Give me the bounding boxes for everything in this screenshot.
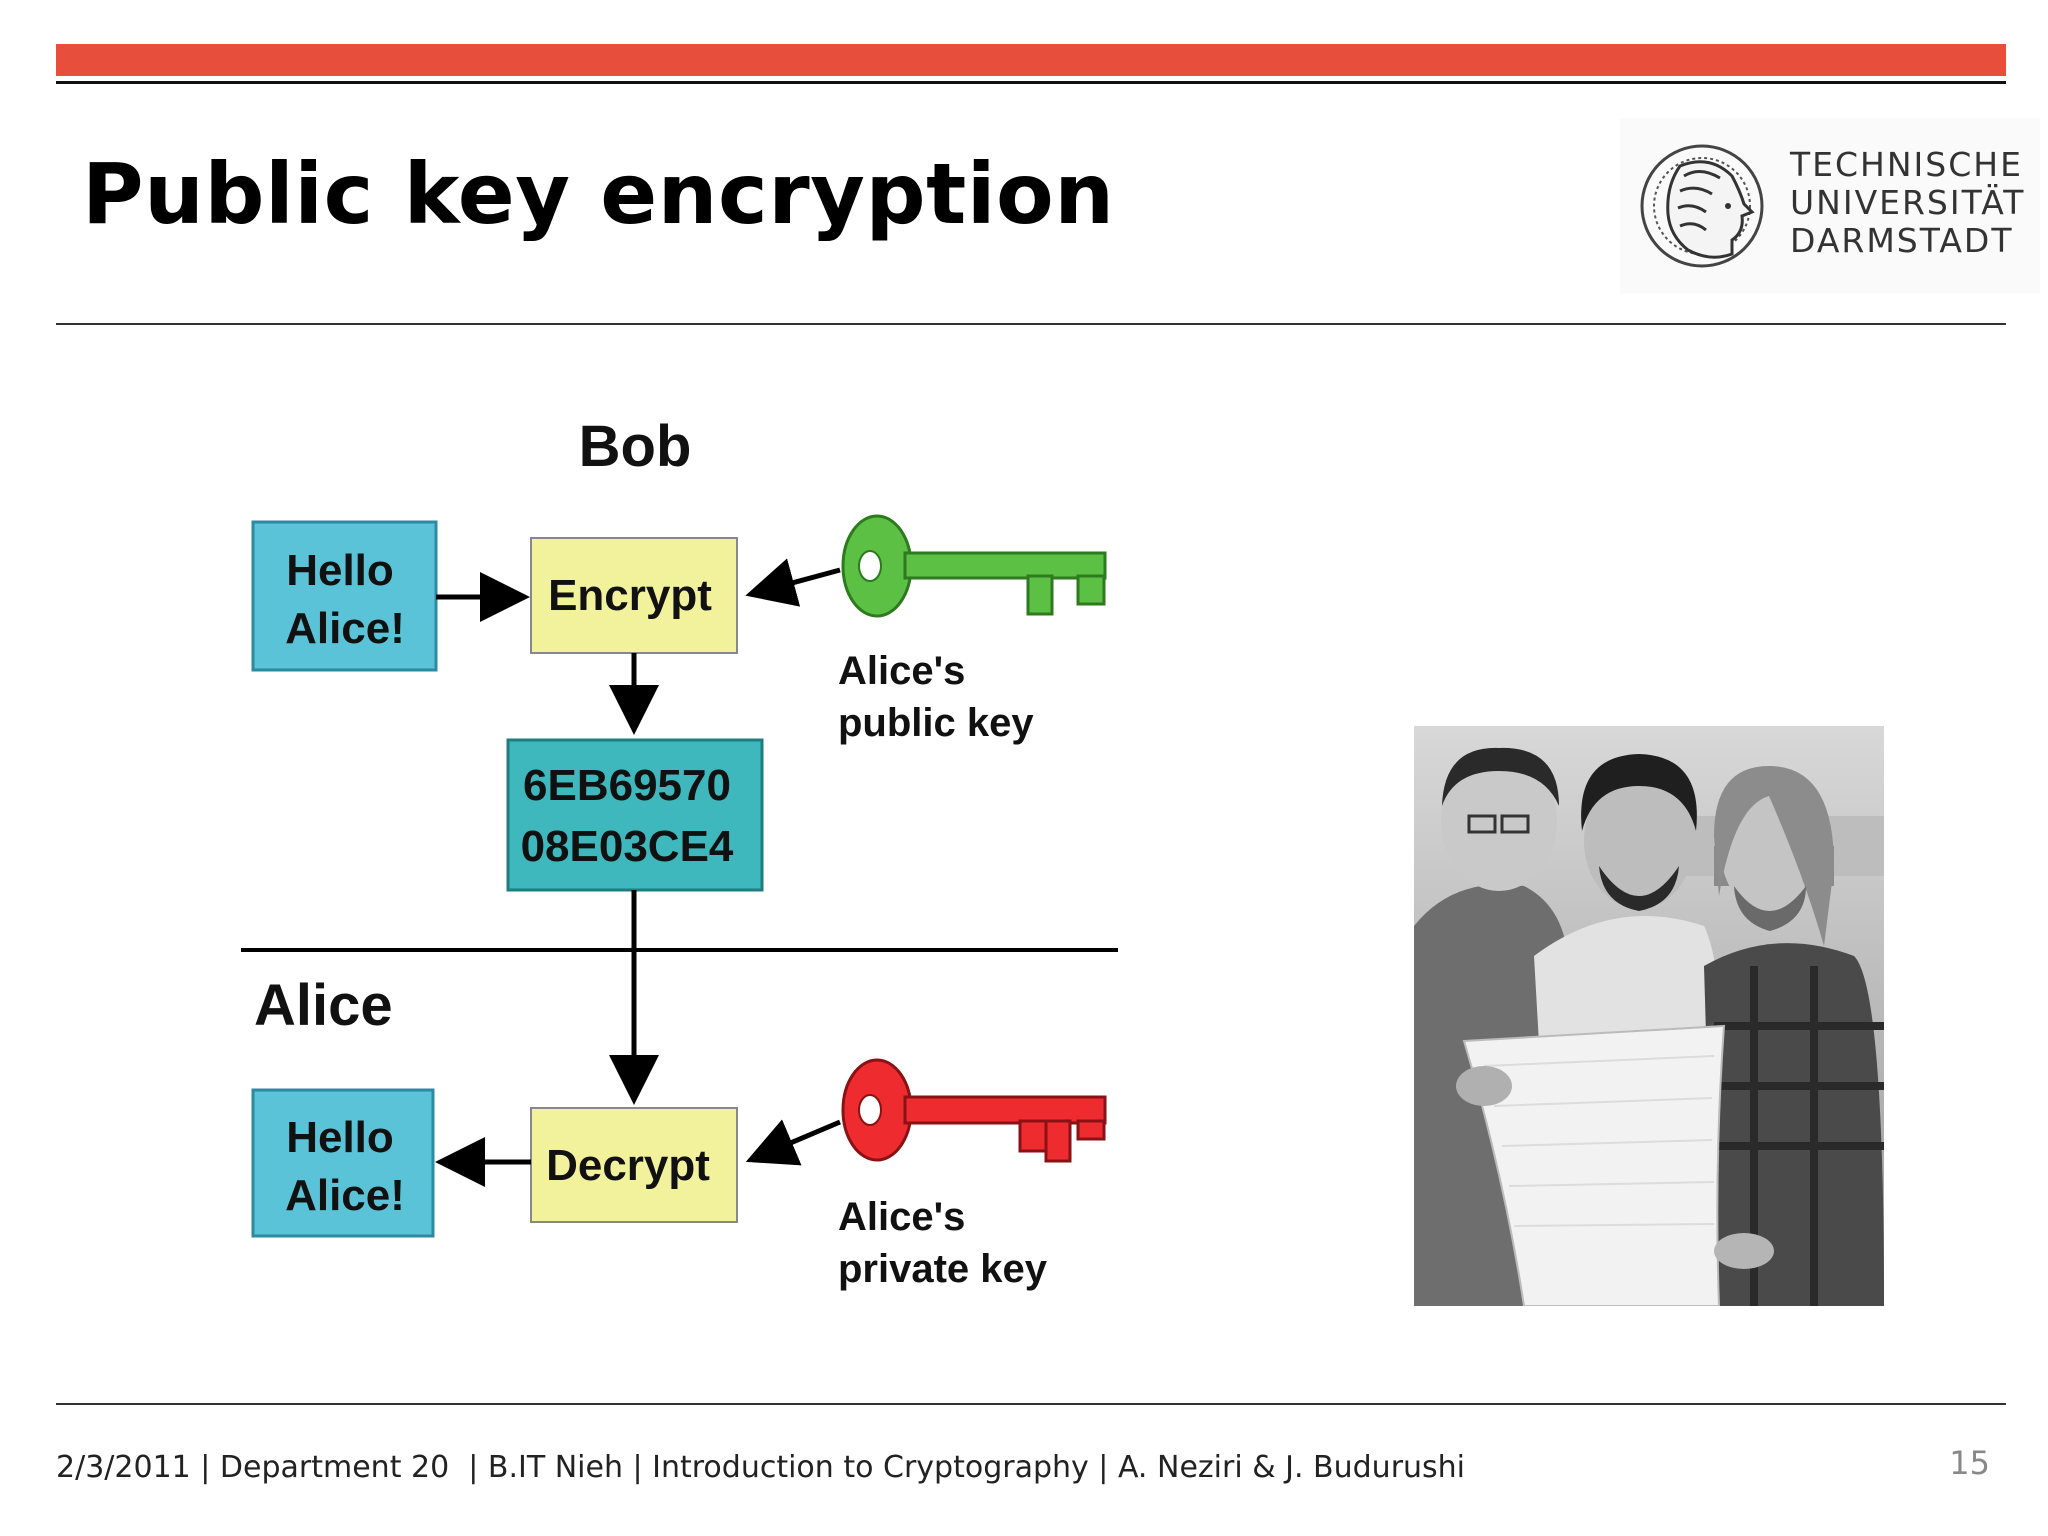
header-rule <box>56 323 2006 325</box>
bob-label: Bob <box>579 414 692 479</box>
plaintext-bottom-line-1: Hello <box>286 1113 394 1162</box>
decrypt-label: Decrypt <box>546 1141 710 1190</box>
arrow-public-key-to-encrypt <box>745 558 841 607</box>
ciphertext-line-1: 6EB69570 <box>523 761 731 810</box>
logo-line-1: TECHNISCHE <box>1790 145 2023 184</box>
alice-label: Alice <box>254 973 393 1038</box>
private-key-label-line-2: private key <box>838 1247 1048 1291</box>
footer-rule <box>56 1403 2006 1405</box>
private-key-icon <box>841 1058 1107 1163</box>
logo-line-3: DARMSTADT <box>1790 221 2014 260</box>
university-name: TECHNISCHE UNIVERSITÄT DARMSTADT <box>1790 146 2025 260</box>
plaintext-top-line-2: Alice! <box>285 604 405 653</box>
encrypt-label: Encrypt <box>548 571 712 620</box>
three-men-photo <box>1414 726 1884 1306</box>
plaintext-top-line-1: Hello <box>286 546 394 595</box>
plaintext-box-bottom <box>251 1088 435 1238</box>
public-key-icon <box>841 514 1107 618</box>
ciphertext-box <box>506 738 764 892</box>
ciphertext-line-2: 08E03CE4 <box>521 822 734 871</box>
arrow-private-key-to-decrypt <box>745 1119 841 1166</box>
private-key-label-line-1: Alice's <box>838 1195 965 1239</box>
athena-seal-icon <box>1640 144 1764 268</box>
top-accent-bar <box>56 44 2006 76</box>
decrypt-box <box>530 1107 738 1223</box>
logo-line-2: UNIVERSITÄT <box>1790 183 2026 222</box>
public-key-label-line-2: public key <box>838 701 1034 745</box>
slide-title: Public key encryption <box>82 145 1115 243</box>
plaintext-box-top <box>251 520 438 672</box>
footer-text: 2/3/2011 | Department 20 | B.IT Nieh | I… <box>56 1450 1466 1485</box>
page-number: 15 <box>1949 1444 1990 1482</box>
public-key-label-line-1: Alice's <box>838 649 965 693</box>
public-key-diagram: Bob Hello Alice! Encrypt Alice's public … <box>241 414 1118 1291</box>
plaintext-bottom-line-2: Alice! <box>285 1171 405 1220</box>
top-rule <box>56 81 2006 84</box>
encrypt-box <box>530 537 738 654</box>
